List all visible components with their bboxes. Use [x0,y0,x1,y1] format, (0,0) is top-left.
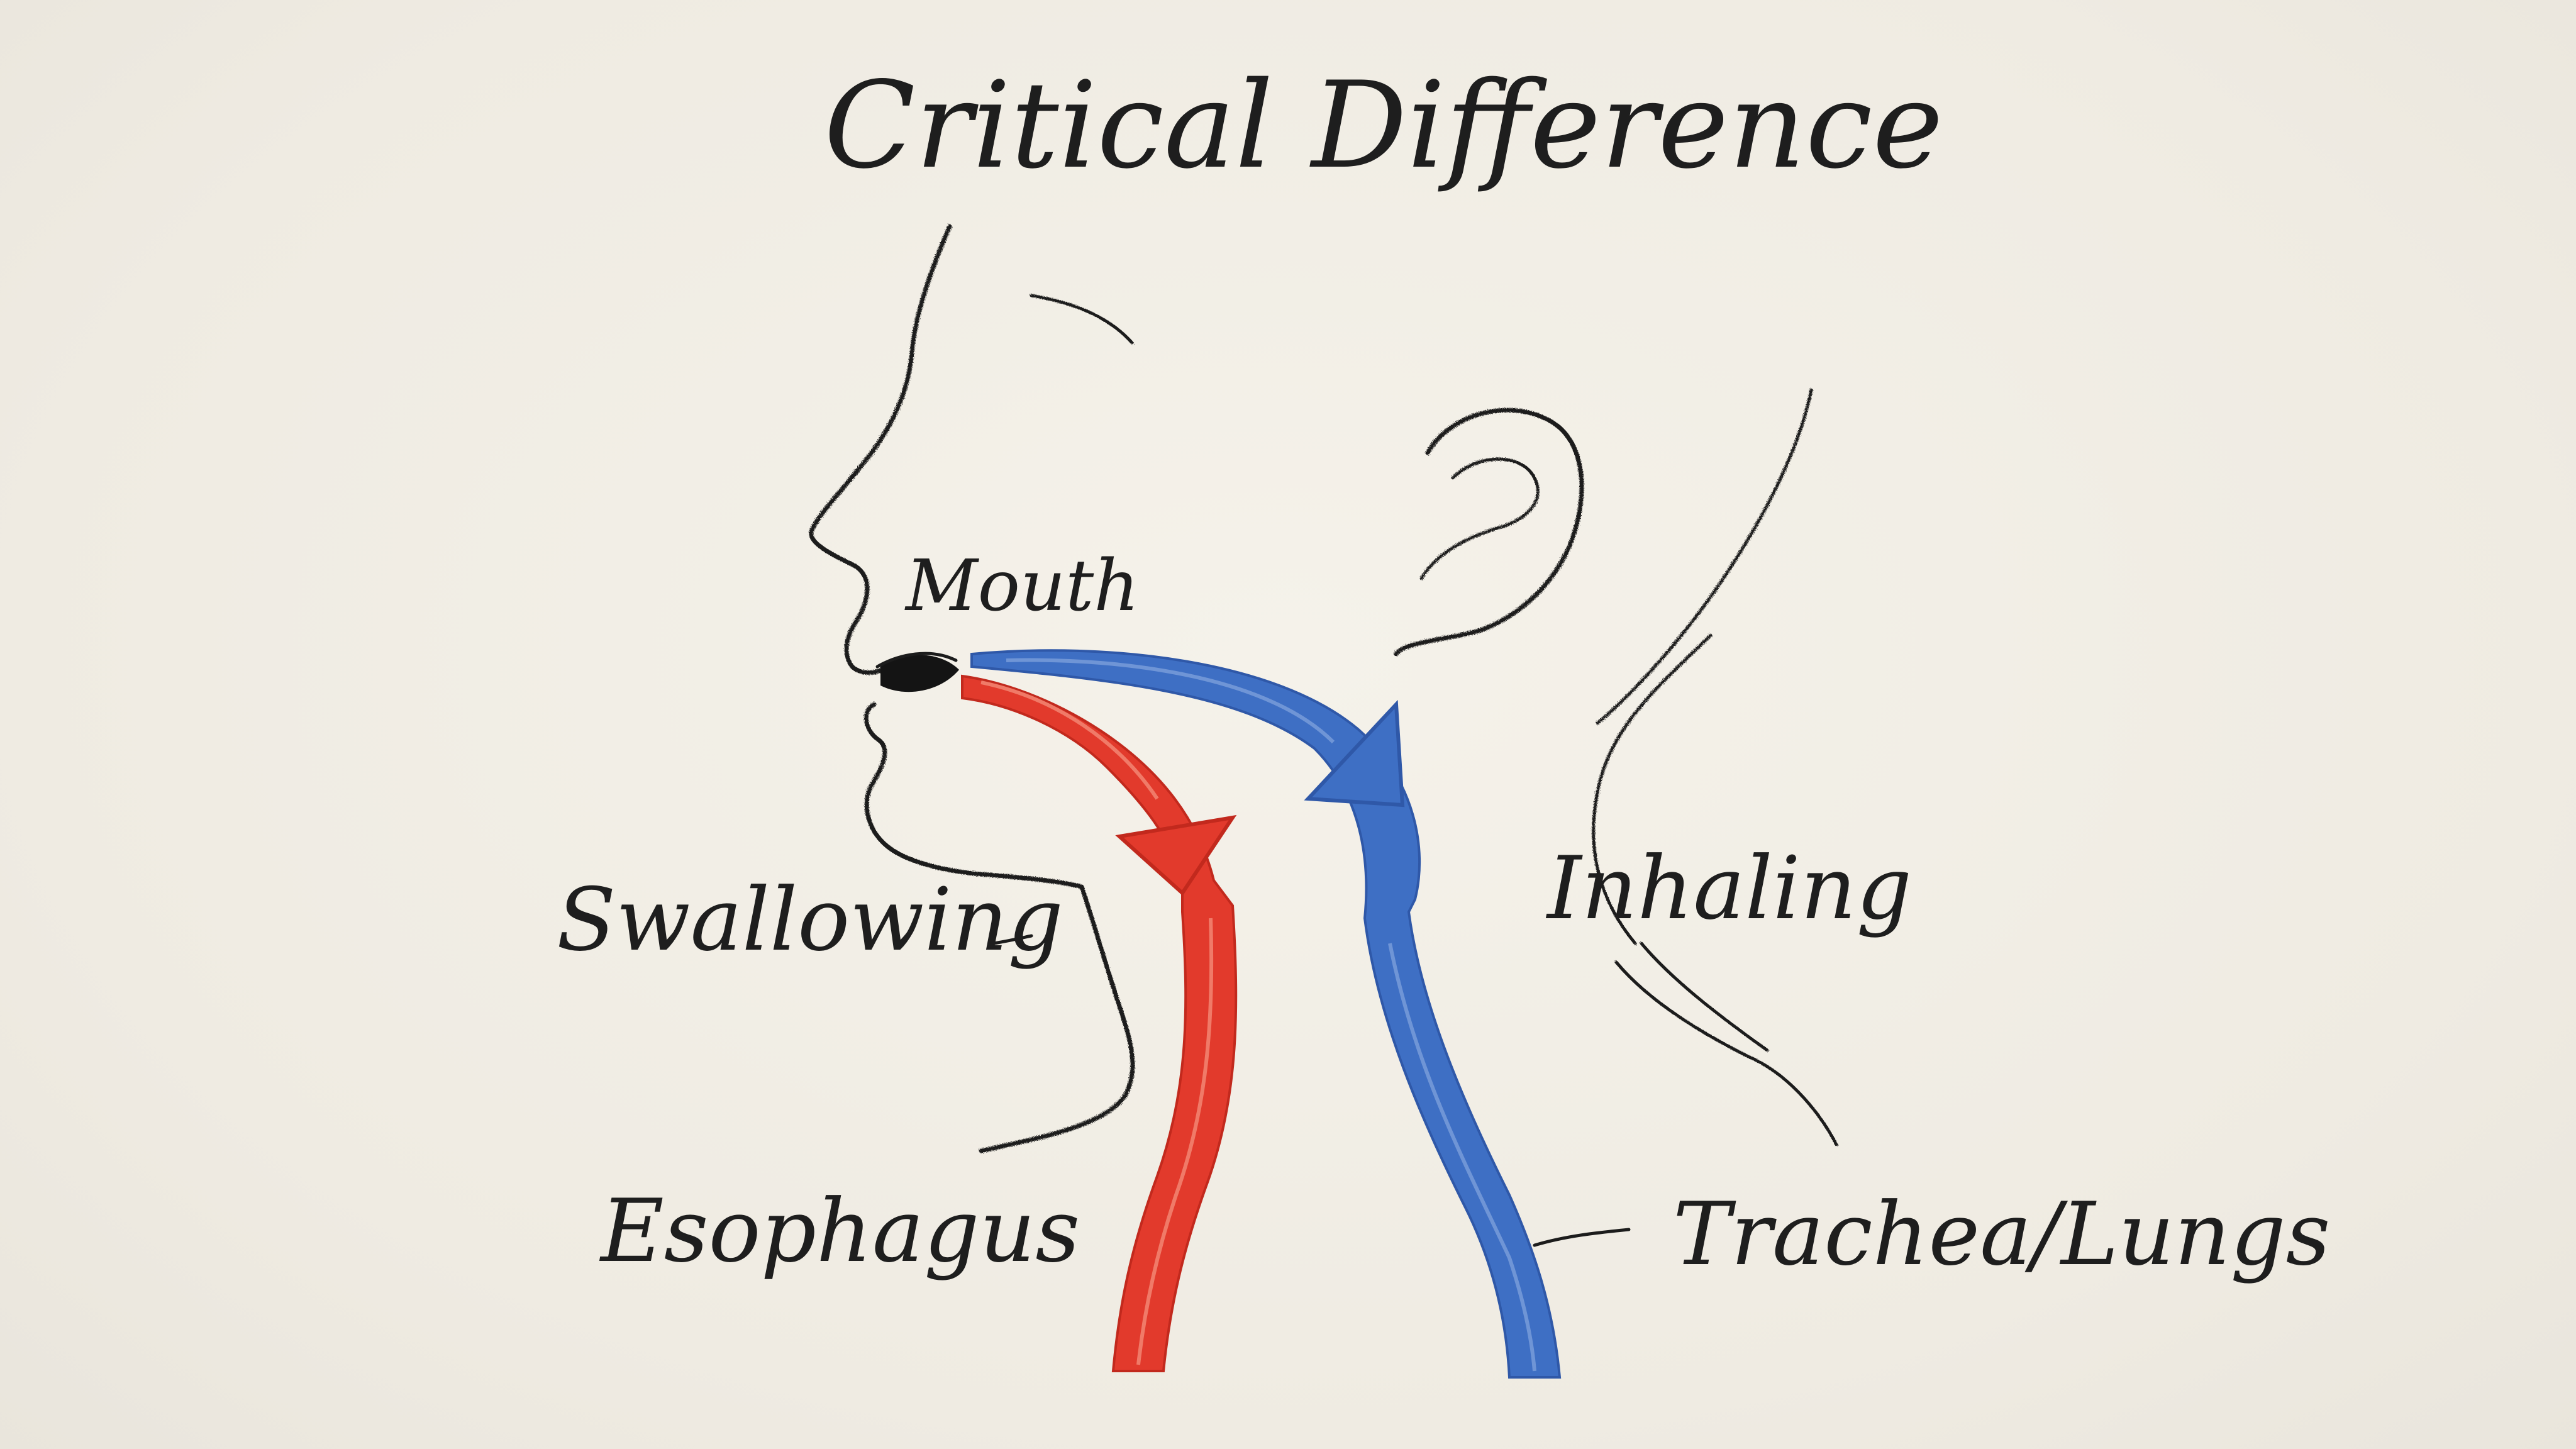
swallow-arrowhead [1115,814,1237,896]
swallow-path [961,674,1238,1372]
label-mouth: Mouth [904,545,1139,627]
label-swallowing: Swallowing [557,869,1063,970]
inhale-path [970,649,1562,1379]
face-profile-line [809,224,952,675]
diagram-title: Critical Difference [824,56,1943,195]
back-of-neck [1592,633,1713,945]
ear-inner [1419,457,1540,580]
head-profile [809,224,1838,1153]
trachea-leader [1533,1228,1631,1247]
inhale-arrowhead [1304,699,1405,808]
ear [1394,408,1584,657]
label-trachea-lungs: Trachea/Lungs [1673,1184,2330,1285]
chin-line [863,702,1084,889]
mouth-opening [875,652,959,692]
back-of-head [1596,388,1813,725]
shoulder-line [1614,960,1838,1146]
shoulder-line-2 [1640,941,1769,1052]
label-inhaling: Inhaling [1545,838,1912,939]
neck-front-line [979,884,1135,1153]
swallowing-leader [992,934,1033,945]
eyebrow [1030,294,1134,345]
label-esophagus: Esophagus [599,1180,1080,1282]
